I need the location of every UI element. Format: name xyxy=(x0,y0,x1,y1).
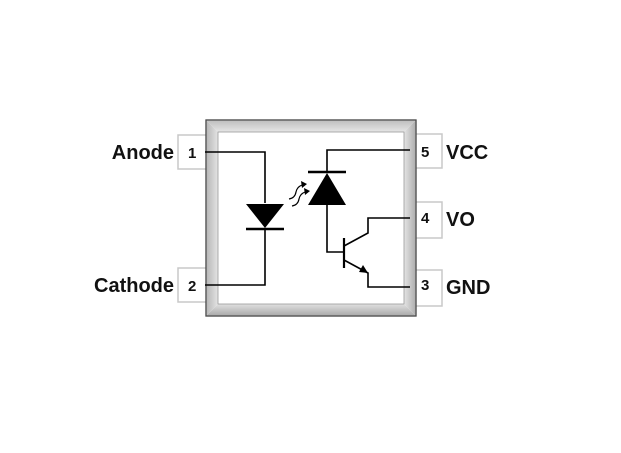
pin-label-cathode: Cathode xyxy=(94,275,174,297)
pin-label-gnd: GND xyxy=(446,277,490,299)
pin-label-anode: Anode xyxy=(112,142,174,164)
photodiode-to-base-wire xyxy=(326,205,343,253)
led-diode-symbol xyxy=(246,204,284,228)
light-arrows-icon xyxy=(288,181,310,207)
collector-wire xyxy=(343,217,410,247)
pin-label-vcc: VCC xyxy=(446,142,488,164)
cathode-wire xyxy=(205,229,266,286)
emitter-arrow-icon xyxy=(359,265,368,273)
pin-number-4: 4 xyxy=(421,210,430,227)
pin-number-1: 1 xyxy=(188,145,196,162)
pin-number-3: 3 xyxy=(421,277,429,294)
pin-number-2: 2 xyxy=(188,278,196,295)
pin-label-vo: VO xyxy=(446,209,475,231)
photodiode-symbol xyxy=(308,173,346,205)
led-circuit xyxy=(205,151,284,286)
anode-wire xyxy=(205,151,266,203)
vcc-wire xyxy=(326,149,410,172)
pin-number-5: 5 xyxy=(421,144,429,161)
detector-circuit xyxy=(308,149,410,288)
emitter-wire xyxy=(343,259,410,288)
